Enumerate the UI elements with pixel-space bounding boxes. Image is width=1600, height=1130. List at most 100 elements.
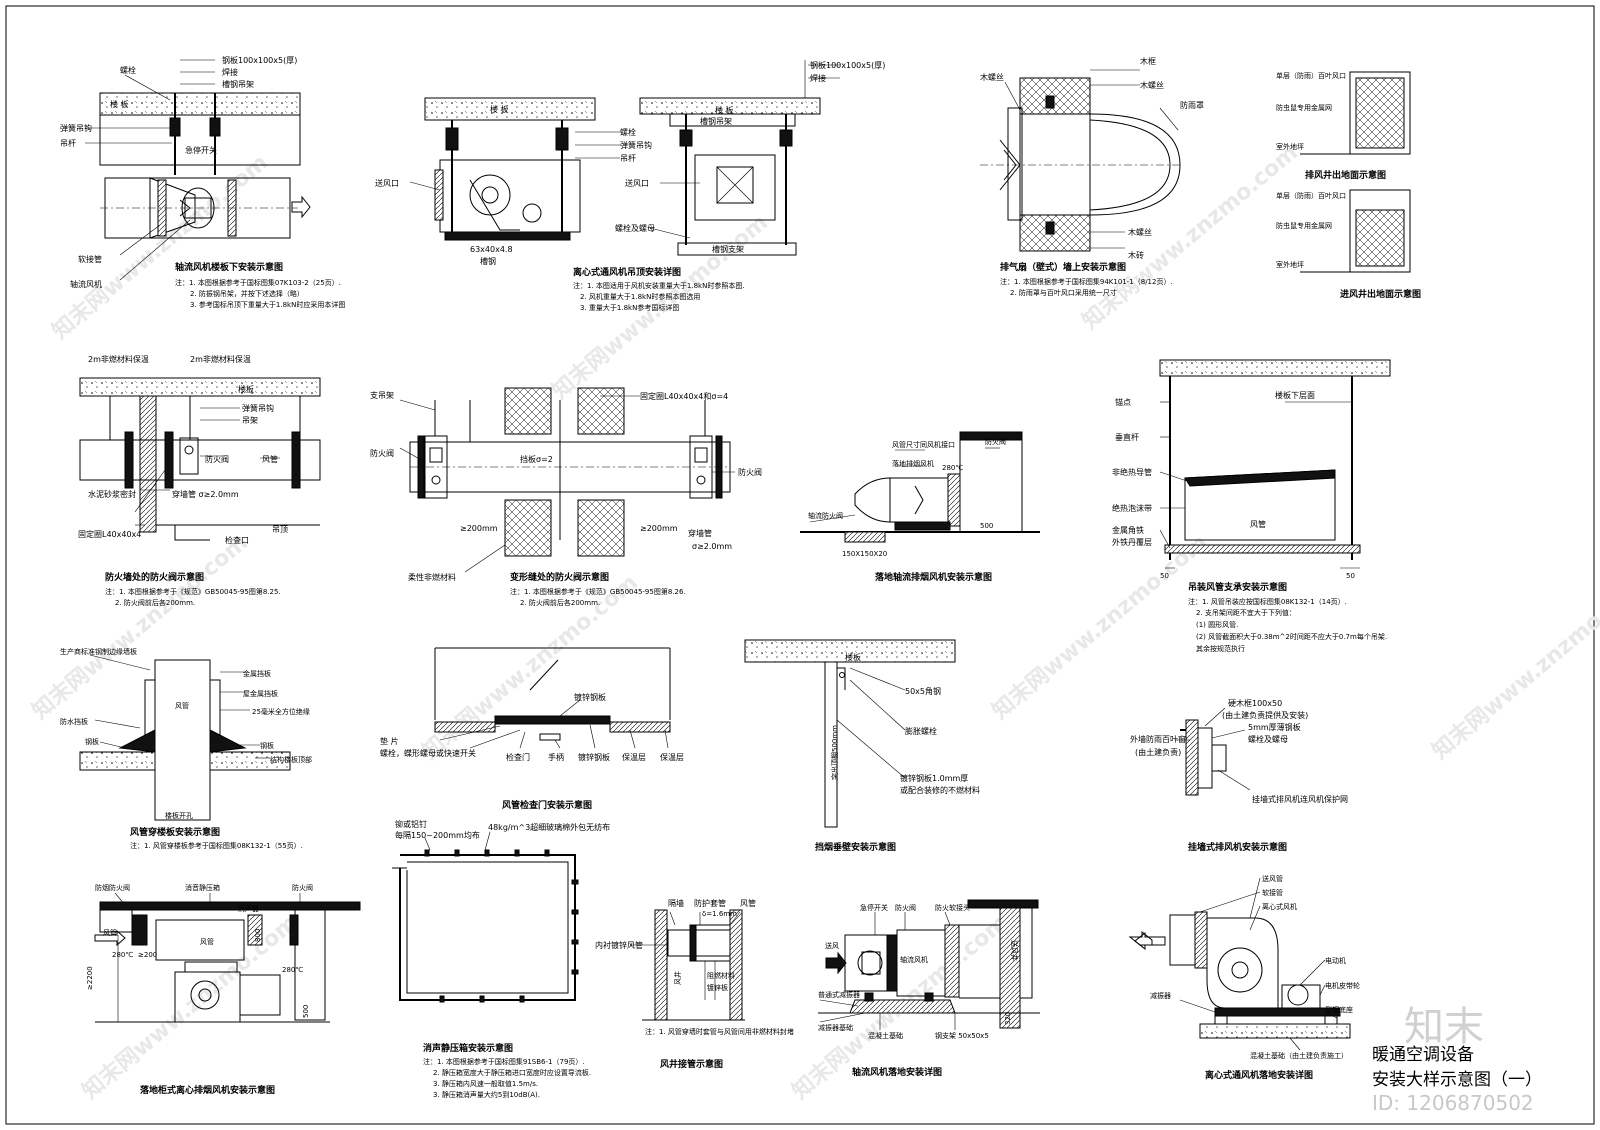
d9-label-3: 25毫米全方位绝缘 <box>252 707 310 716</box>
d8-label-3: 非绝热导管 <box>1112 467 1152 477</box>
d13-label-7: 风管 <box>103 928 117 937</box>
d10-label-4: 手柄 <box>548 752 564 762</box>
d9-note-0: 注：1. 风管穿楼板参考于国标图集08K132-1（55页）. <box>130 841 303 850</box>
d6-label-4: 防火阀 <box>738 467 762 477</box>
d6-note-0: 注：1. 本图根据参考于《规范》GB50045-95图第8.26. <box>510 587 686 596</box>
d12-label-5: (由土建负责) <box>1135 747 1181 757</box>
d14-caption: 消声静压箱安装示意图 <box>423 1042 513 1054</box>
d6-label-6: ≥200mm <box>640 524 678 533</box>
d8-label-1: 楼板下层面 <box>1275 390 1315 400</box>
d2-label-6: 吊杆 <box>620 153 636 163</box>
d10-label-3: 检查门 <box>506 752 530 762</box>
d12-label-2: 5mm厚薄钢板 <box>1248 722 1301 732</box>
d8-label-8: 50 <box>1160 572 1169 580</box>
d13-label-0: 防烟防火阀 <box>95 883 130 892</box>
d16-label-0: 急停开关 <box>860 903 888 912</box>
d6-caption: 变形缝处的防火阀示意图 <box>510 571 609 583</box>
d4-label-0: 单层（防雨）百叶风口 <box>1276 71 1346 80</box>
d7-label-5: 500 <box>980 522 993 530</box>
d5-label-7: 水泥砂浆密封 <box>88 489 136 499</box>
d17-label-5: 减振器 <box>1150 991 1171 1000</box>
d5-label-5: 防火阀 <box>205 454 229 464</box>
d15-label-6: 阻燃材料 <box>707 971 735 980</box>
d17-label-6: 型钢底座 <box>1325 1005 1353 1014</box>
d5-label-9: 固定圈L40x40x4 <box>78 529 141 539</box>
d13-label-9: 280℃ <box>282 966 303 974</box>
d10-label-6: 保温层 <box>622 752 646 762</box>
logo-text: 知末 <box>1404 1004 1484 1050</box>
d8-note-2: (1) 圆形风管. <box>1196 620 1238 629</box>
d17-label-2: 离心式风机 <box>1262 902 1297 911</box>
d8-note-4: 其余按规范执行 <box>1196 644 1245 653</box>
d11-caption: 挡烟垂壁安装示意图 <box>815 841 896 853</box>
d13-label-10: ≥2200 <box>86 966 94 990</box>
d4-caption-bottom: 进风井出地面示意图 <box>1340 288 1421 300</box>
d11-label-1: 50x5角钢 <box>905 686 941 696</box>
d15-label-0: 隔墙 <box>668 898 684 908</box>
d17-label-7: 混凝土基础（由土建负责施工） <box>1250 1051 1348 1060</box>
d10-label-5: 镀锌钢板 <box>578 752 610 762</box>
detail-shaft-duct-connection: 隔墙 防护套管 风管 δ=1.6mm 内衬镀锌风管 风井 阻燃材料 镀锌板 注：… <box>595 898 794 1070</box>
d4-label-2: 室外地坪 <box>1276 142 1304 151</box>
d13-label-4: 防火阀 <box>292 883 313 892</box>
d5-label-2: 楼板 <box>238 384 254 394</box>
d7-label-6: 150X150X20 <box>842 550 887 558</box>
d1-label-9: 轴流风机 <box>70 279 102 289</box>
d5-label-8: 穿墙管 σ≥2.0mm <box>172 489 239 499</box>
detail-silencer-plenum-box: 铆或铝钉 每隔150~200mm均布 48kg/m^3超细玻璃棉外包无纺布 消声… <box>392 819 610 1099</box>
d3-caption: 排气扇（壁式）墙上安装示意图 <box>1000 261 1126 273</box>
d1-note-2: 3. 参考国标吊顶下重量大于1.8kN时应采用本详图 <box>190 300 345 309</box>
d5-label-10: 检查口 <box>225 535 249 545</box>
d1-label-2: 槽钢吊架 <box>222 79 254 89</box>
d15-label-5: 风井 <box>673 971 682 985</box>
d9-caption: 风管穿楼板安装示意图 <box>130 826 220 838</box>
d2-label-8: 送风口 <box>625 178 649 188</box>
d17-label-1: 软接管 <box>1262 888 1283 897</box>
d14-note-0: 注：1. 本图根据参考于国标图集91SB6-1（79页）. <box>423 1057 585 1066</box>
d6-label-5: ≥200mm <box>460 524 498 533</box>
d7-label-2: 280℃ <box>942 464 963 472</box>
d10-label-0: 镀锌钢板 <box>574 692 606 702</box>
id-text: ID: 1206870502 <box>1372 1091 1534 1115</box>
d16-label-3: 防火软接头 <box>935 903 970 912</box>
d13-label-6: ≥200 <box>138 951 157 959</box>
d7-label-4: 轴流防火阀 <box>808 511 843 520</box>
d2-note-2: 3. 重量大于1.8kN参考国标详图 <box>580 303 679 312</box>
d13-label-11: 500 <box>302 1005 310 1018</box>
d8-note-3: (2) 风管截面积大于0.38m^2时间距不应大于0.7m每个吊架. <box>1196 632 1387 641</box>
d7-label-1: 防火阀 <box>985 437 1006 446</box>
d8-label-5: 金属角铁 <box>1112 525 1144 535</box>
d10-label-1: 垫 片 <box>380 736 399 746</box>
d5-label-4: 吊架 <box>242 416 258 425</box>
d11-label-4: 镀锌钢板1.0mm厚 <box>900 773 968 783</box>
d4-label-5: 室外地坪 <box>1276 260 1304 269</box>
d2-label-1: 焊接 <box>810 73 826 83</box>
d13-caption: 落地柜式离心排烟风机安装示意图 <box>140 1084 275 1096</box>
d16-label-6: 320 <box>1004 1012 1012 1025</box>
d2-label-12: 槽钢支架 <box>712 244 744 254</box>
d2-label-9: 螺栓及螺母 <box>615 223 655 233</box>
d14-label-1: 每隔150~200mm均布 <box>395 830 480 840</box>
d14-note-3: 3. 静压箱消声量大约5到10dB(A). <box>433 1090 540 1099</box>
d8-label-4: 绝热泡沫带 <box>1112 503 1152 513</box>
d17-caption: 离心式通风机落地安装详图 <box>1205 1069 1313 1081</box>
d15-label-2: 风管 <box>740 898 756 908</box>
d13-label-1: 消音静压箱 <box>185 883 220 892</box>
d13-label-8: 800 <box>254 929 262 942</box>
d5-note-1: 2. 防火阀前后各200mm. <box>115 598 195 607</box>
d10-caption: 风管检查门安装示意图 <box>502 799 592 811</box>
d7-label-0: 风管尺寸同风机接口 <box>892 440 955 449</box>
d2-label-7: 送风口 <box>375 178 399 188</box>
d3-label-4: 木螺丝 <box>1128 227 1152 237</box>
d6-note-1: 2. 防火阀前后各200mm. <box>520 598 600 607</box>
d1-label-0: 钢板100x100x5(厚) <box>222 55 297 65</box>
d1-label-7: 急停开关 <box>185 145 217 155</box>
d9-label-0: 生产商标准钢制边缘墙板 <box>60 647 137 656</box>
title-block: 暖通空调设备 安装大样示意图（一） 知末 ID: 1206870502 <box>1372 1004 1542 1115</box>
d3-label-1: 木框 <box>1140 56 1156 66</box>
d6-label-9: 柔性非燃材料 <box>408 572 456 582</box>
d16-label-8: 减振器基础 <box>818 1023 853 1032</box>
d4-label-4: 防虫鼠专用金属网 <box>1276 221 1332 230</box>
d9-label-5: 钢板 <box>85 737 99 746</box>
d5-note-0: 注：1. 本图根据参考于《规范》GB50045-95图第8.25. <box>105 587 281 596</box>
